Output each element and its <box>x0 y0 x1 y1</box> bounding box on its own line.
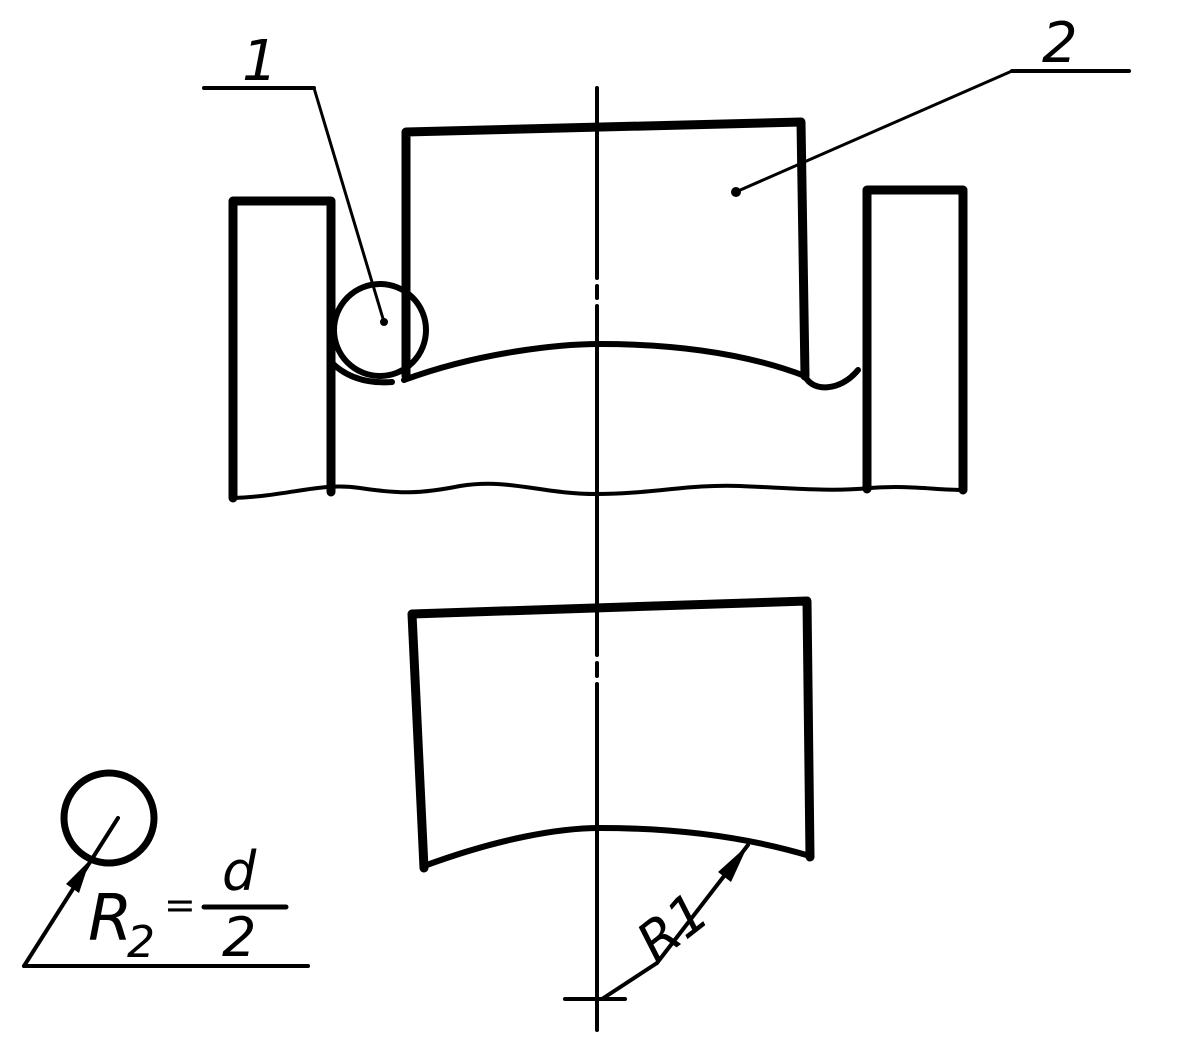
callout-2-leader <box>731 69 1131 197</box>
r2-symbol: R <box>88 882 132 956</box>
ball <box>328 281 429 386</box>
r1-dimension <box>600 843 750 1001</box>
right-die-wall <box>862 185 968 495</box>
r1-arrowhead <box>718 845 748 882</box>
upper-punch-bottom-curve <box>401 341 808 383</box>
r1-label: R1 <box>625 880 720 974</box>
callout-1-label: 1 <box>242 29 278 94</box>
r2-subscript: 2 <box>127 917 155 968</box>
lower-anvil-curve <box>421 825 813 869</box>
left-die-wall <box>228 196 336 503</box>
center-axis <box>563 86 627 1032</box>
upper-punch <box>401 117 861 391</box>
fraction-numerator: d <box>222 840 257 903</box>
r2-detail <box>22 769 310 968</box>
callout-1-leader <box>202 86 388 326</box>
ball-seat-curve <box>328 359 395 386</box>
callout-2-label: 2 <box>1042 11 1078 76</box>
fraction-denominator: 2 <box>222 906 256 969</box>
r2-circle <box>60 769 158 867</box>
r2-arrowhead <box>66 860 90 893</box>
die-break-line <box>231 481 965 500</box>
lower-anvil <box>407 596 815 873</box>
right-fillet <box>802 367 861 391</box>
equals-sign: = <box>164 883 196 927</box>
